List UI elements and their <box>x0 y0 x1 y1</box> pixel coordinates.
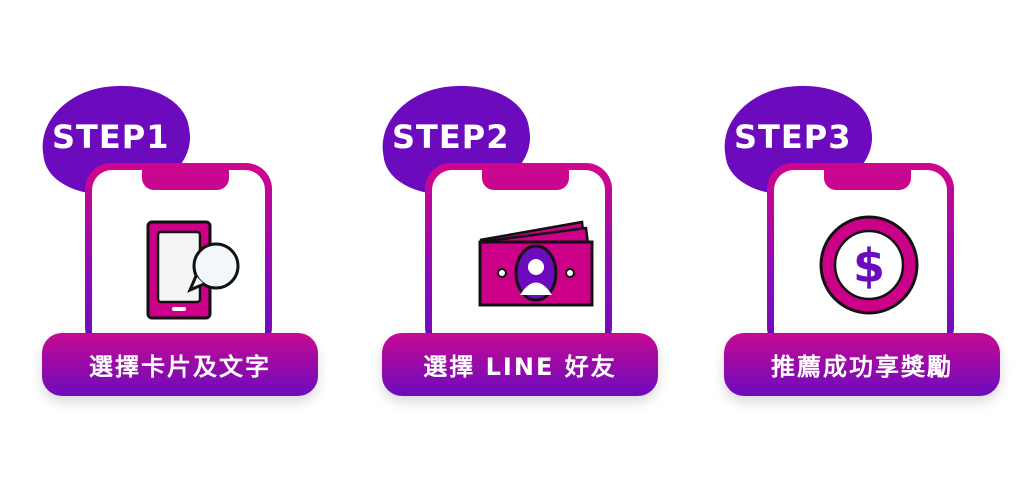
phone-chat-icon <box>146 220 240 320</box>
phone-frame: $ <box>767 163 954 353</box>
banknote-icon <box>478 220 594 307</box>
step-3: STEP3 $ 推薦成功享獎勵 <box>682 0 1000 480</box>
svg-text:$: $ <box>853 239 885 293</box>
step-1: STEP1 選擇卡片及文字 <box>0 0 318 480</box>
step-title: STEP3 <box>734 118 852 156</box>
phone-frame <box>425 163 612 353</box>
step-label: 推薦成功享獎勵 <box>724 333 1000 396</box>
step-2: STEP2 選擇 LINE 好友 <box>340 0 658 480</box>
step-title: STEP2 <box>392 118 510 156</box>
step-label: 選擇 LINE 好友 <box>382 333 658 396</box>
dollar-coin-icon: $ <box>819 215 919 315</box>
step-label: 選擇卡片及文字 <box>42 333 318 396</box>
phone-frame <box>85 163 272 353</box>
step-title: STEP1 <box>52 118 170 156</box>
